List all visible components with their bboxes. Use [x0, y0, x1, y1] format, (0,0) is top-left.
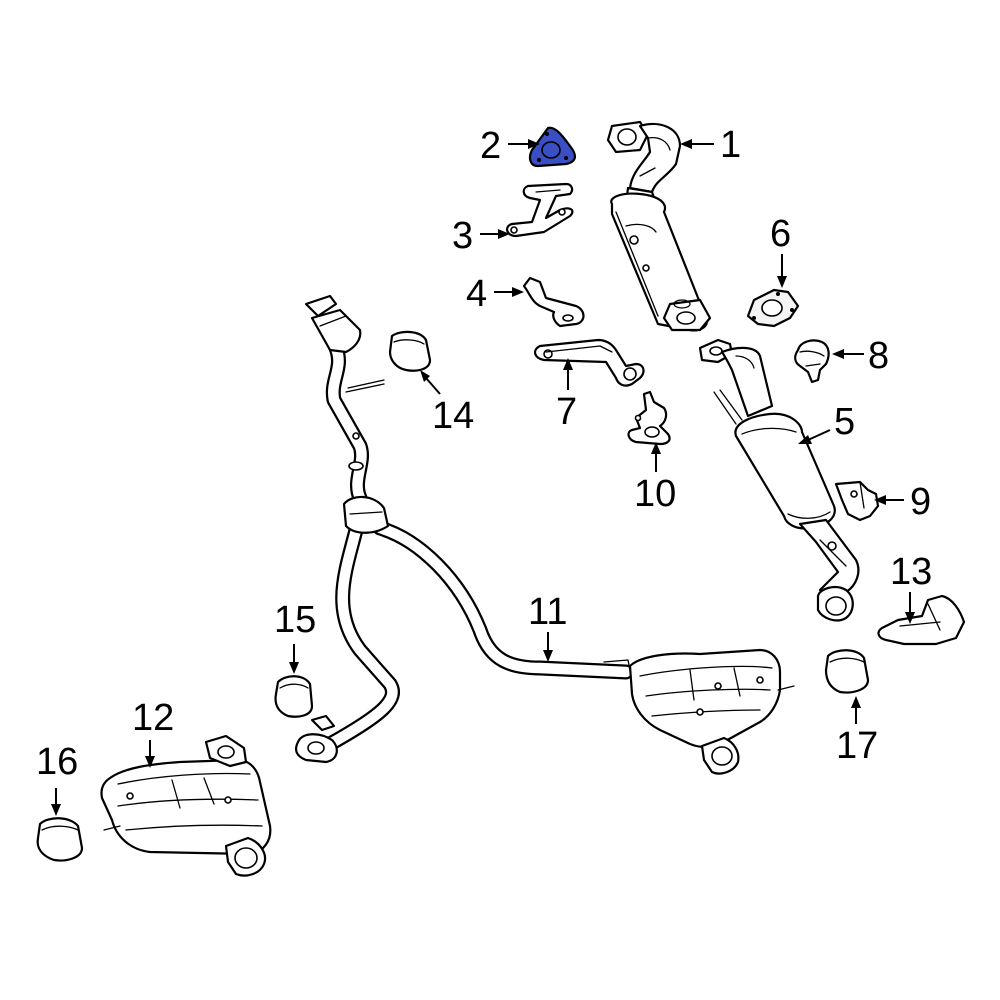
callout-8: 8 — [868, 335, 889, 377]
part-13-heat-shield[interactable] — [877, 594, 966, 646]
leader-3 — [480, 229, 510, 239]
leader-15 — [289, 644, 299, 674]
part-9-hanger[interactable] — [834, 480, 880, 522]
leader-14 — [420, 370, 441, 395]
part-7-bracket[interactable] — [534, 338, 645, 387]
callout-2: 2 — [480, 125, 501, 167]
callout-13: 13 — [890, 551, 932, 593]
part-6-gasket[interactable] — [746, 288, 800, 328]
leader-13 — [905, 592, 915, 624]
part-2-gasket[interactable] — [528, 126, 576, 168]
callout-1: 1 — [720, 124, 741, 166]
callout-9: 9 — [910, 481, 931, 523]
leader-12 — [145, 740, 155, 768]
part-5-resonator[interactable] — [698, 338, 860, 622]
leader-8 — [832, 349, 864, 359]
part-11-rear-muffler-right[interactable] — [628, 648, 795, 775]
leader-7 — [563, 358, 573, 390]
part-17-isolator[interactable] — [824, 649, 870, 694]
leader-17 — [851, 696, 861, 724]
part-12-rear-muffler-left[interactable] — [100, 734, 272, 877]
callout-14: 14 — [432, 395, 474, 437]
callout-4: 4 — [466, 273, 487, 315]
callout-11: 11 — [528, 591, 567, 633]
part-1-catalytic-converter[interactable] — [606, 120, 712, 332]
part-16-isolator[interactable] — [36, 817, 84, 862]
callout-6: 6 — [770, 213, 791, 255]
part-3-bracket[interactable] — [506, 182, 574, 238]
callout-7: 7 — [556, 391, 577, 433]
callout-10: 10 — [634, 473, 676, 515]
callout-12: 12 — [132, 697, 174, 739]
leader-10 — [651, 442, 661, 472]
leader-6 — [777, 254, 787, 288]
leader-4 — [494, 287, 524, 297]
part-10-hanger[interactable] — [627, 390, 671, 446]
leader-11 — [543, 632, 553, 662]
leader-9 — [874, 495, 904, 505]
part-4-bracket[interactable] — [522, 276, 585, 328]
part-8-mount[interactable] — [794, 339, 830, 384]
callout-5: 5 — [834, 401, 855, 443]
part-14-isolator[interactable] — [388, 330, 432, 372]
callout-15: 15 — [274, 599, 316, 641]
part-11-exhaust-pipe[interactable] — [295, 294, 634, 764]
callout-3: 3 — [452, 215, 473, 257]
leader-1 — [680, 139, 714, 149]
callout-17: 17 — [836, 725, 878, 767]
callout-16: 16 — [36, 741, 78, 783]
part-15-isolator[interactable] — [274, 675, 314, 718]
leader-16 — [51, 788, 61, 816]
leader-5 — [798, 429, 831, 444]
leader-2 — [508, 139, 540, 149]
